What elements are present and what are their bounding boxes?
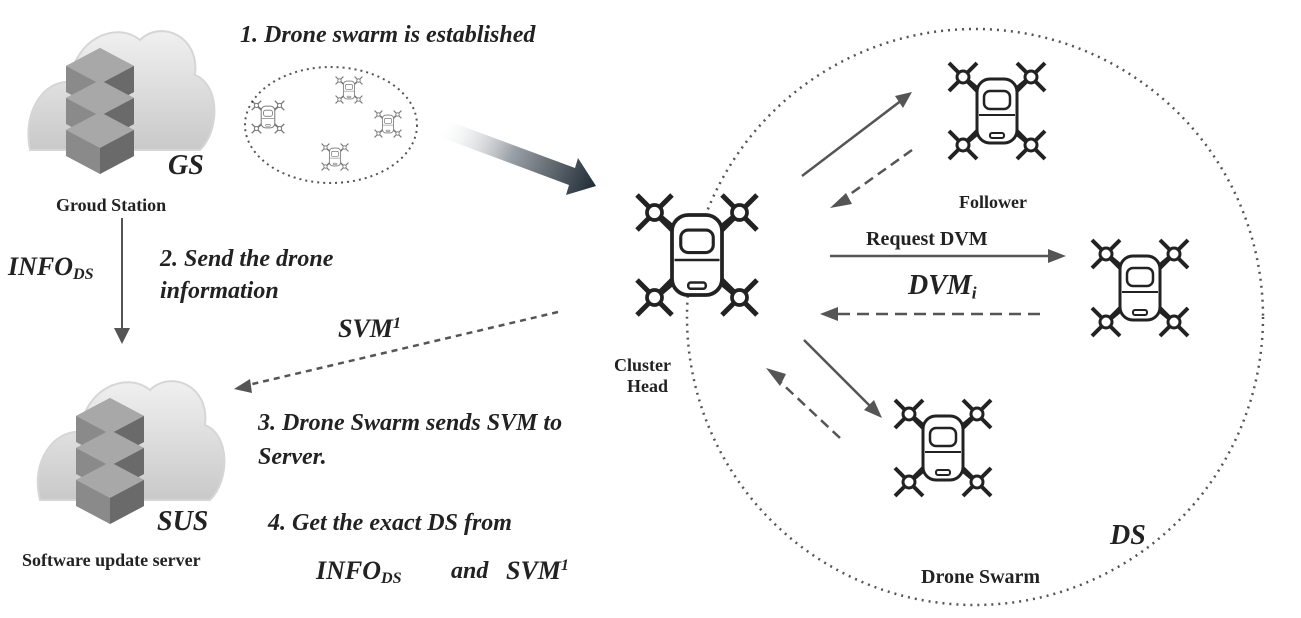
info-ds-label: INFODS: [8, 252, 94, 284]
server-icon: [36, 380, 226, 524]
follower-drone-bottom-icon: [895, 400, 991, 496]
drone-swarm-boundary: [685, 27, 1265, 607]
svm-upload-arrow: [243, 310, 559, 388]
step-1-label: 1. Drone swarm is established: [240, 22, 536, 48]
formation-arrow: [440, 120, 596, 195]
step-4-and: and: [451, 558, 489, 584]
cluster-head-drone-icon: [637, 195, 757, 315]
ground-station-label: Groud Station: [56, 195, 167, 215]
step-2-line-1: 2. Send the drone: [160, 246, 334, 272]
step-4-svm: SVM1: [506, 556, 569, 585]
step-3-line-2: Server.: [258, 444, 327, 470]
from-bottom-follower-arrow: [775, 377, 841, 439]
step-2-line-2: information: [160, 278, 279, 304]
ground-station-code: GS: [168, 150, 204, 181]
to-top-follower-arrow: [801, 99, 903, 177]
drone-swarm-label: Drone Swarm: [921, 566, 1041, 588]
step-4-info-ds: INFODS: [316, 556, 402, 588]
from-top-follower-arrow: [841, 148, 913, 202]
step-4-line-1: 4. Get the exact DS from: [268, 510, 512, 536]
cluster-head-label: Cluster Head: [614, 355, 671, 396]
to-bottom-follower-arrow: [803, 339, 873, 409]
follower-label: Follower: [959, 192, 1027, 212]
request-dvm-label: Request DVM: [866, 228, 988, 250]
dvm-i-label: DVMi: [908, 270, 977, 303]
server-code: SUS: [157, 506, 209, 537]
svm-label: SVM1: [338, 314, 401, 343]
follower-drone-right-icon: [1092, 240, 1188, 336]
server-label: Software update server: [22, 550, 201, 570]
ds-code: DS: [1110, 520, 1146, 551]
initial-swarm-group: [244, 66, 418, 184]
step-3-line-1: 3. Drone Swarm sends SVM to: [258, 410, 563, 436]
follower-drone-icon: [949, 63, 1045, 159]
ground-station-icon: [27, 30, 216, 174]
